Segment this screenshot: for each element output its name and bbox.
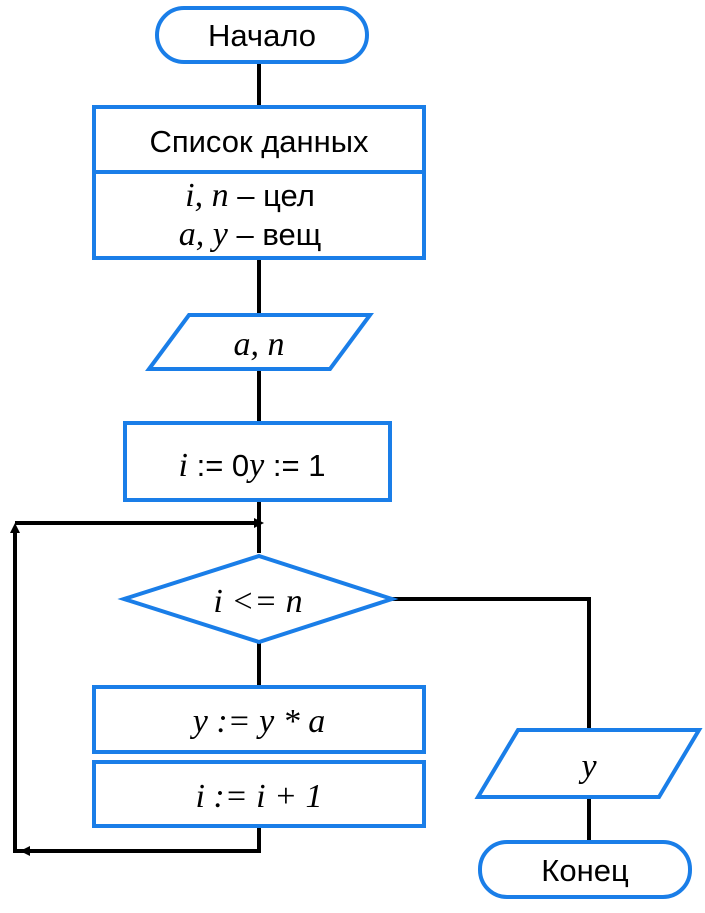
connector-condition-false-to-output <box>392 597 591 730</box>
loop-body: y := y * a i := i + 1 <box>92 685 426 828</box>
condition-block: i <= n <box>117 553 399 645</box>
body2-expr: i := i + 1 <box>195 778 322 815</box>
body1-expr: y := y * a <box>190 703 325 740</box>
connectors <box>10 62 591 856</box>
start-terminator: Начало <box>155 6 369 64</box>
init-i-var: i <box>179 447 188 484</box>
output-vars: y <box>578 748 597 785</box>
data-list-block: Список данных i, n – цел a, y – вещ <box>92 105 426 260</box>
init-expression: i := 0y := 1 <box>179 447 326 484</box>
end-terminator: Конец <box>478 840 692 899</box>
input-block: a, n <box>145 313 374 371</box>
init-i-assign: := 0 <box>188 448 249 483</box>
data-list-header: Список данных <box>149 124 369 159</box>
condition-shape <box>117 553 399 645</box>
data-list-outer <box>92 105 426 260</box>
declaration-int-vars: i, n <box>185 177 228 214</box>
input-vars: a, n <box>234 326 285 363</box>
declaration-int: i, n – цел <box>185 177 315 214</box>
output-block: y <box>474 728 703 799</box>
declaration-int-type: – цел <box>229 178 315 213</box>
start-label: Начало <box>208 18 316 53</box>
condition-expr: i <= n <box>213 583 302 620</box>
init-y-assign: := 1 <box>264 448 325 483</box>
body2-shape <box>92 760 426 828</box>
init-shape <box>123 421 392 502</box>
declaration-real-vars: a, y <box>179 216 229 253</box>
end-label: Конец <box>541 853 629 888</box>
end-shape <box>478 840 692 899</box>
start-shape <box>155 6 369 64</box>
body1-shape <box>92 685 426 754</box>
init-y-var: y <box>246 447 265 484</box>
declaration-real-type: – вещ <box>228 217 321 252</box>
input-shape <box>145 313 374 371</box>
init-block: i := 0y := 1 <box>123 421 392 502</box>
output-shape <box>474 728 703 799</box>
declaration-real: a, y – вещ <box>179 216 321 253</box>
